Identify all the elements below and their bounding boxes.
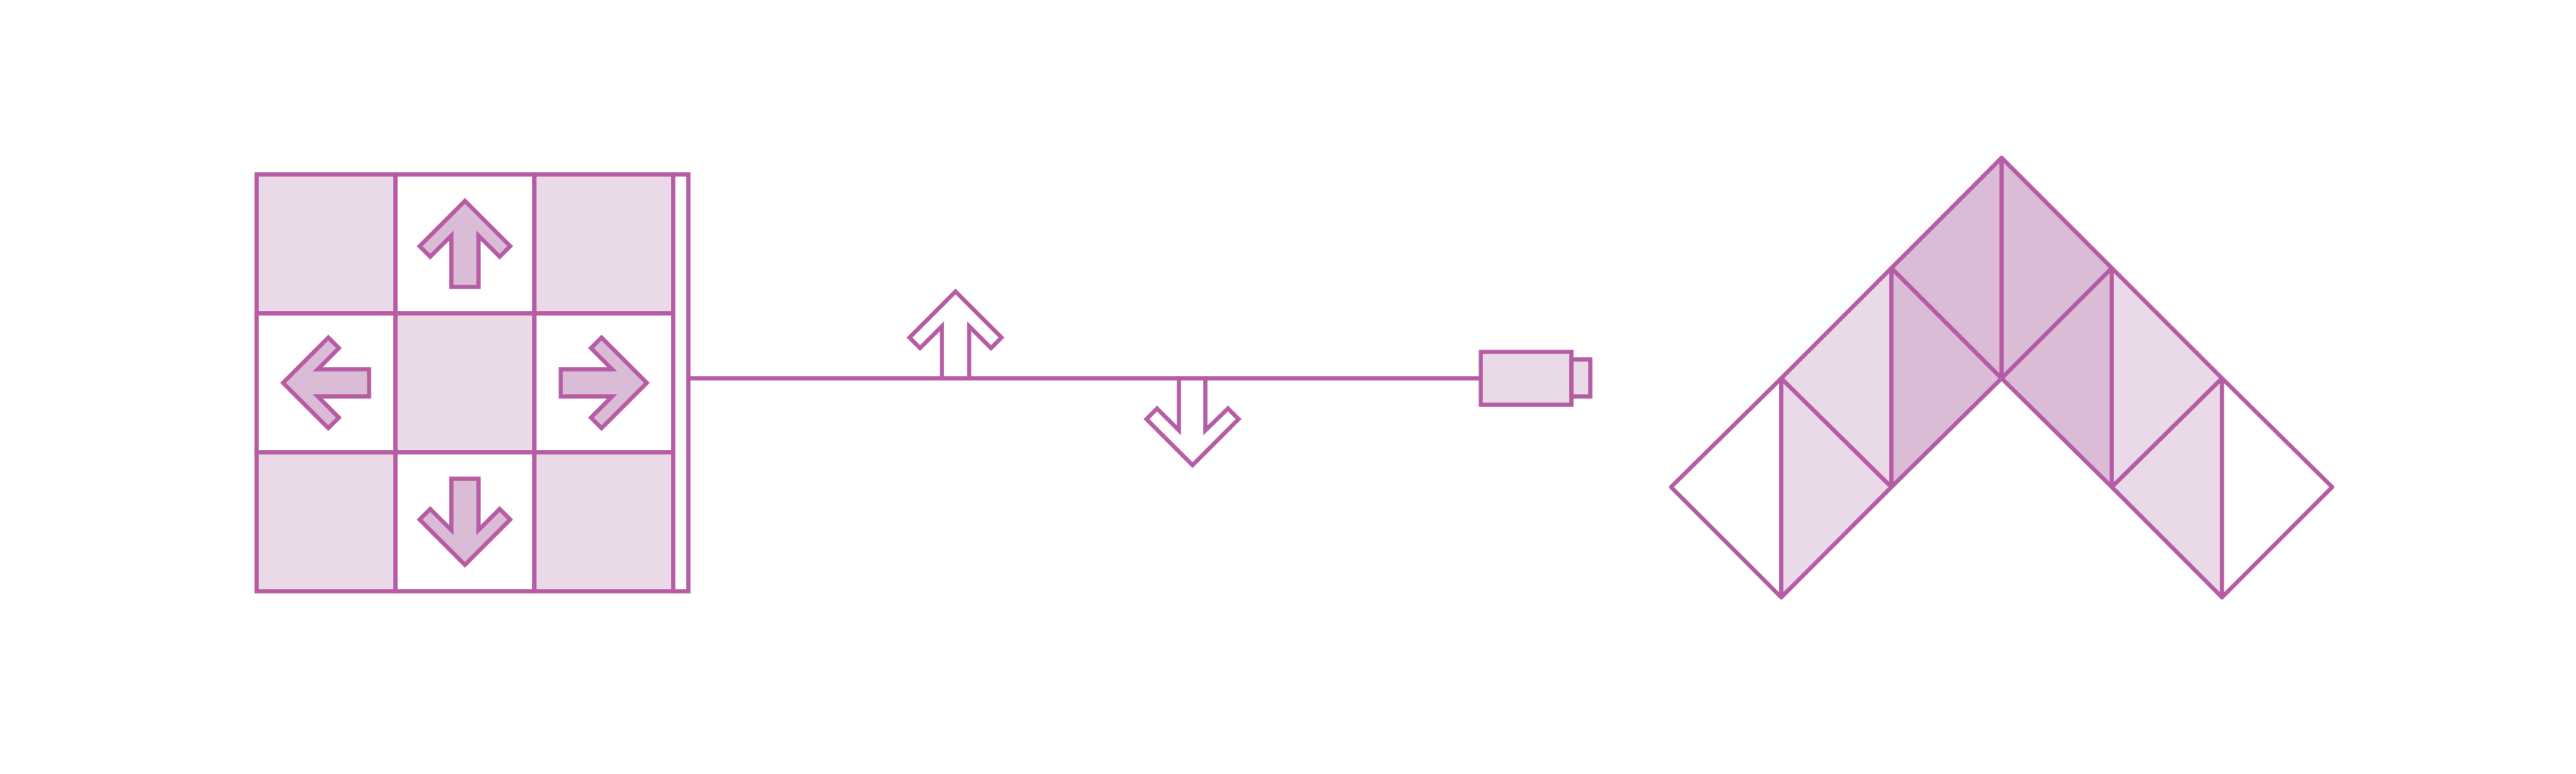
arrow-down-icon	[417, 476, 513, 568]
pad-cell-top-left	[254, 172, 398, 316]
arrow-right-icon	[559, 335, 650, 431]
dance-pad	[254, 172, 691, 594]
pad-cell-bottom-left	[254, 450, 398, 594]
triangle-outer-left	[1669, 376, 1784, 600]
pad-cell-bottom-right	[532, 450, 676, 594]
cable-arrow-up-icon	[906, 288, 1005, 381]
cable-arrow-down-icon	[1143, 376, 1242, 468]
arrow-up-icon	[417, 198, 513, 289]
cable	[688, 288, 1593, 468]
chevron-shape	[1669, 156, 2334, 600]
pad-cell-center	[393, 311, 537, 455]
triangle-outer-right	[2220, 376, 2334, 600]
arrow-left-icon	[280, 335, 371, 431]
pad-cell-top-right	[532, 172, 676, 316]
usb-plug-body	[1479, 350, 1574, 407]
pad-edge-strip	[671, 172, 691, 594]
usb-plug-tip	[1569, 357, 1593, 399]
